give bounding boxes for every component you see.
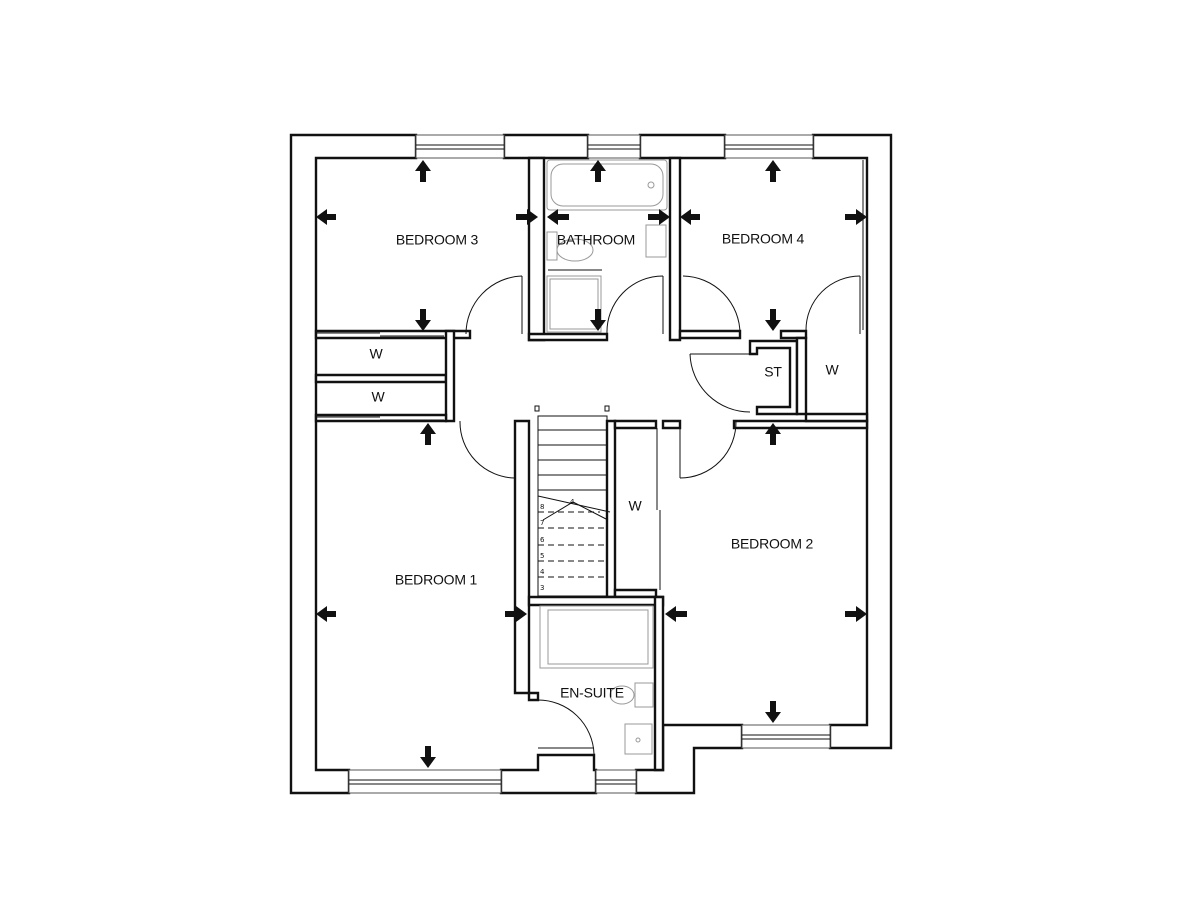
- room-label-bedroom-4: BEDROOM 4: [722, 231, 805, 247]
- door-bathroom: [606, 275, 664, 335]
- door-bedroom1: [459, 420, 516, 479]
- arrow-down-icon: [765, 309, 781, 331]
- arrow-right-icon: [845, 606, 867, 622]
- room-labels: BEDROOM 3 BATHROOM BEDROOM 4 BEDROOM 1 B…: [369, 231, 839, 701]
- en-suite-basin: [624, 723, 653, 755]
- windows: [348, 134, 831, 794]
- room-label-bedroom-3: BEDROOM 3: [396, 232, 479, 248]
- arrow-down-icon: [415, 309, 431, 331]
- wardrobe-label-bedroom-1: W: [371, 389, 385, 405]
- wardrobe-label-bedroom-4: W: [825, 362, 839, 378]
- window-bathroom: [587, 134, 641, 159]
- arrow-right-icon: [845, 209, 867, 225]
- stair-number: 3: [540, 584, 544, 592]
- arrow-right-icon: [505, 606, 527, 622]
- arrow-right-icon: [648, 209, 670, 225]
- arrow-down-icon: [590, 309, 606, 331]
- room-label-en-suite: EN-SUITE: [560, 685, 624, 701]
- toilet: [546, 231, 558, 261]
- staircase: 4 8 7 6 5 4 3: [534, 405, 611, 597]
- arrows-bedroom1: [316, 423, 527, 768]
- window-bedroom1: [348, 769, 502, 794]
- wardrobe-label-bedroom-3: W: [369, 346, 383, 362]
- window-en-suite: [595, 769, 637, 794]
- stair-number: 7: [540, 519, 544, 527]
- dimension-arrows: [316, 160, 867, 768]
- arrow-up-icon: [765, 160, 781, 182]
- room-label-bathroom: BATHROOM: [557, 232, 635, 248]
- arrow-up-icon: [415, 160, 431, 182]
- door-en-suite: [537, 699, 595, 755]
- stair-number: 4: [540, 568, 545, 576]
- room-label-bedroom-2: BEDROOM 2: [731, 536, 814, 552]
- window-bedroom4: [724, 134, 814, 159]
- door-bedroom2: [679, 420, 737, 479]
- arrows-bathroom: [547, 160, 670, 331]
- arrow-left-icon: [316, 209, 336, 225]
- room-label-store: ST: [764, 364, 782, 380]
- en-suite-bath: [539, 605, 654, 669]
- stair-number: 6: [540, 536, 545, 544]
- arrow-left-icon: [316, 606, 336, 622]
- arrow-up-icon: [590, 160, 606, 182]
- wardrobe-label-bedroom-2: W: [628, 498, 642, 514]
- arrow-left-icon: [680, 209, 700, 225]
- arrow-left-icon: [665, 606, 687, 622]
- bathtub: [546, 159, 668, 211]
- arrow-up-icon: [765, 423, 781, 445]
- door-wardrobe-bedroom4: [805, 275, 861, 334]
- stair-number: 8: [540, 503, 544, 511]
- en-suite-toilet: [634, 682, 654, 708]
- outer-walls: [289, 133, 893, 795]
- arrow-right-icon: [516, 209, 538, 225]
- stair-number: 5: [540, 552, 544, 560]
- arrow-left-icon: [547, 209, 569, 225]
- arrow-down-icon: [420, 746, 436, 768]
- arrow-down-icon: [765, 701, 781, 723]
- internal-walls: [314, 156, 869, 772]
- arrow-up-icon: [420, 423, 436, 445]
- en-suite-fixtures: [539, 605, 654, 755]
- wardrobe-doors: [316, 160, 864, 590]
- basin: [645, 224, 667, 258]
- door-bedroom3: [465, 275, 523, 335]
- room-label-bedroom-1: BEDROOM 1: [395, 572, 478, 588]
- arrows-bedroom3: [316, 160, 538, 331]
- door-store: [689, 353, 751, 413]
- arrows-bedroom2: [665, 423, 867, 723]
- window-bedroom3: [415, 134, 505, 159]
- door-bedroom4: [682, 275, 741, 335]
- doors: [459, 275, 861, 755]
- arrows-bedroom4: [680, 160, 867, 331]
- stair-number-arrow: 4: [570, 498, 575, 506]
- window-bedroom2: [741, 724, 831, 749]
- bathroom-fixtures: [546, 159, 668, 333]
